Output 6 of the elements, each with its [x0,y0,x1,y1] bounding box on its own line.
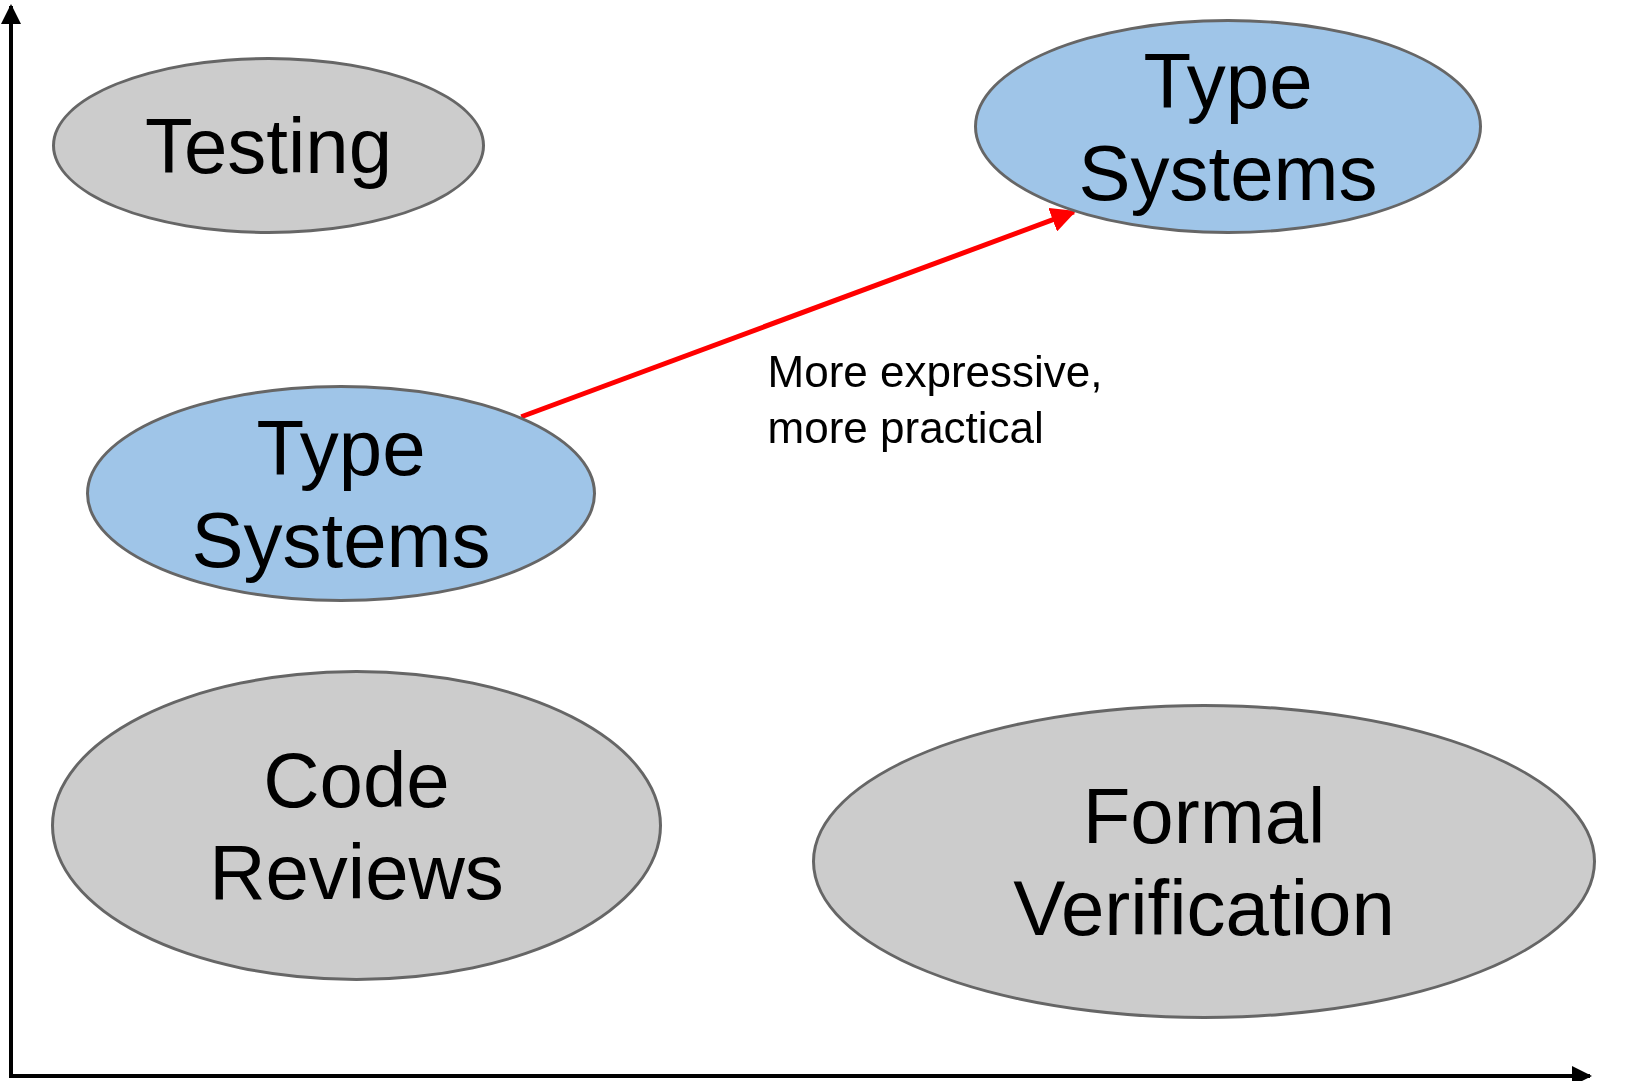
arrow [520,208,1077,420]
node-label: Formal Verification [1012,770,1396,954]
node-label: Code Reviews [208,734,505,918]
node-label: Testing [144,100,393,192]
node-label: Type Systems [190,402,492,586]
node-label: Type Systems [1077,35,1379,219]
